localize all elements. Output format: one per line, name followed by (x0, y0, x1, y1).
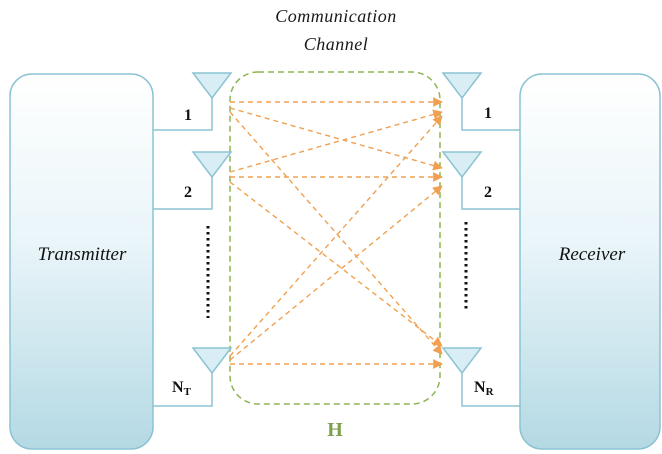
path-nt-2 (229, 185, 443, 361)
rx-antenna-nr: NR (441, 347, 520, 407)
path-1-nr (229, 111, 443, 355)
title-line-2: Channel (303, 34, 369, 54)
svg-text:NT: NT (172, 379, 192, 398)
channel-paths (229, 97, 443, 369)
tx-antenna-2: 2 (153, 151, 233, 210)
tx-antenna-1: 1 (153, 72, 233, 131)
path-2-1 (229, 109, 443, 173)
transmitter-label: Transmitter (38, 244, 127, 265)
channel-matrix-label: H (327, 419, 343, 441)
svg-text:NR: NR (474, 379, 495, 398)
channel-region (229, 71, 441, 405)
receiver-block (519, 73, 661, 450)
rx-antenna-2: 2 (441, 151, 520, 210)
receiver-label: Receiver (558, 244, 626, 265)
svg-text:1: 1 (484, 105, 492, 122)
transmitter-block (9, 73, 154, 450)
svg-text:2: 2 (484, 184, 492, 201)
tx-antenna-nt: NT (153, 347, 233, 407)
path-2-nr (229, 181, 443, 347)
path-1-2 (229, 107, 443, 171)
svg-text:2: 2 (184, 184, 192, 201)
svg-text:1: 1 (184, 107, 192, 124)
title-line-1: Communication (275, 6, 397, 26)
path-nt-1 (229, 115, 443, 357)
rx-antenna-1: 1 (441, 72, 520, 131)
